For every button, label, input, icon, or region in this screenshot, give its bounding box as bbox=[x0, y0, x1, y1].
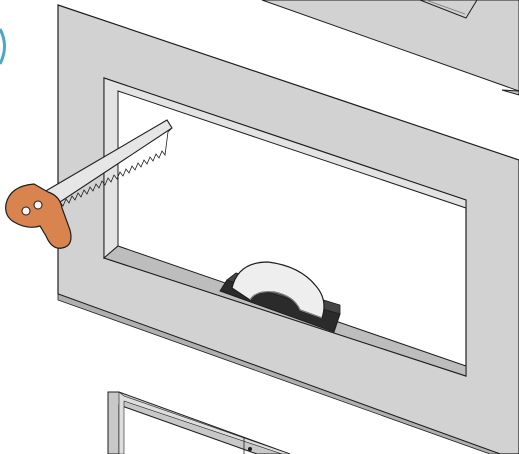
blue-arc-icon bbox=[0, 28, 6, 65]
hand-saw-icon bbox=[5, 119, 173, 249]
picture-frame-icon bbox=[57, 4, 519, 454]
saw-handle bbox=[5, 183, 72, 249]
sanding-block-icon bbox=[219, 261, 341, 333]
metal-frame-icon bbox=[107, 391, 291, 454]
top-frame-icon bbox=[261, 0, 519, 96]
